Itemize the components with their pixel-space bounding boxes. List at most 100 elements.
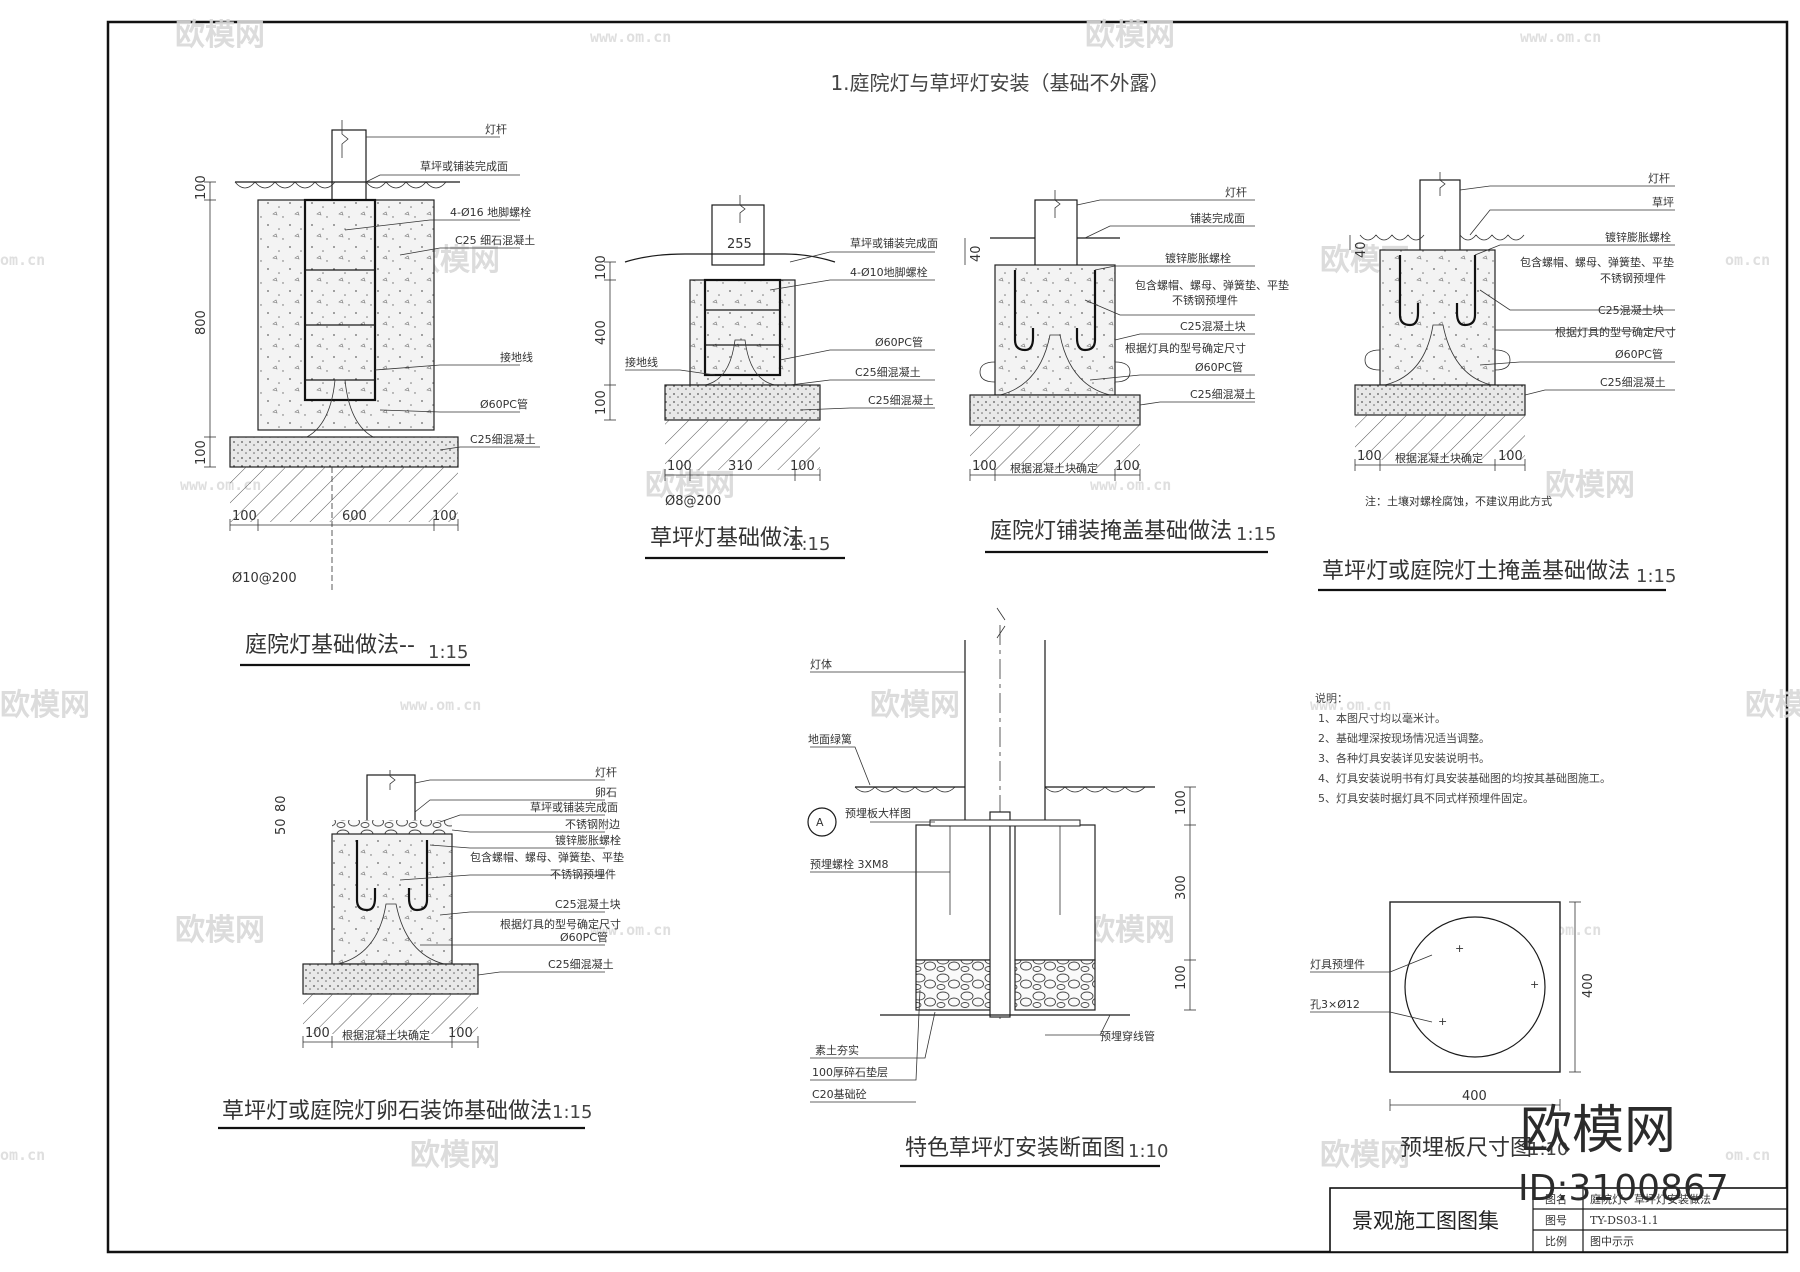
caption-d4: 草坪灯或庭院灯土掩盖基础做法	[1322, 559, 1630, 584]
detail-courtyard-lamp-paved-cover: 灯杆 铺装完成面 镀锌膨胀螺栓 包含螺帽、螺母、弹簧垫、平垫 不锈钢预埋件 C2…	[964, 185, 1289, 554]
concrete-right	[1014, 824, 1096, 961]
label-finish: 铺装完成面	[1190, 211, 1245, 225]
detail-feature-lawn-lamp-section: A 灯体 地面绿篱 预埋板大样图 预埋螺栓 3XM8 素土夯实 100厚碎石垫层…	[807, 607, 1196, 1168]
dim-h: 400	[1581, 973, 1596, 998]
dim-v3: 100	[594, 390, 609, 415]
dim-w2: 600	[342, 509, 367, 524]
label-pole: 灯杆	[595, 765, 617, 779]
label-c25: C25细混凝土	[548, 957, 614, 971]
label-hardware: 包含螺帽、螺母、弹簧垫、平垫	[470, 850, 624, 864]
label-pc-pipe: Ø60PC管	[480, 397, 528, 411]
label-c25: C25细混凝土	[470, 432, 536, 446]
watermark-brand: 欧模网	[175, 18, 265, 53]
label-block: C25混凝土块	[1598, 303, 1664, 317]
watermark-brand: 欧模网	[175, 913, 265, 948]
dim-w1: 100	[232, 509, 257, 524]
embed-plate	[929, 819, 1081, 827]
scale-d4: 1:15	[1636, 566, 1676, 587]
detail-embed-plate-size: + + + 灯具预埋件 孔3×Ø12 400 400 预埋板尺寸图 1:10	[1310, 901, 1596, 1161]
dim-v3: 100	[1174, 965, 1189, 990]
base-slab	[302, 963, 479, 995]
label-bolts: 预埋螺栓 3XM8	[810, 857, 889, 871]
compacted-soil	[970, 425, 1140, 470]
dim-w2: 310	[728, 459, 753, 474]
dim-w1: 100	[1357, 449, 1382, 464]
watermark-site-short: om.cn	[1725, 1146, 1770, 1164]
note-d4: 注：土壤对螺栓腐蚀，不建议用此方式	[1365, 494, 1552, 508]
dim-v1: 40	[1354, 241, 1369, 258]
base-slab	[969, 394, 1141, 426]
base-slab	[229, 436, 459, 468]
label-bolt: 镀锌膨胀螺栓	[1605, 230, 1671, 244]
gravel-right	[1014, 959, 1096, 1011]
dim-wm: 根据混凝土块确定	[1010, 461, 1098, 475]
callout-A	[807, 807, 837, 837]
lamp-pole	[711, 204, 765, 266]
scale-d3: 1:15	[1236, 524, 1276, 545]
label-finish: 草坪或铺装完成面	[420, 159, 508, 173]
label-concrete: C25 细石混凝土	[455, 233, 535, 247]
detail-pebble-decoration-foundation: 灯杆 卵石 草坪或铺装完成面 不锈钢附边 镀锌膨胀螺栓 包含螺帽、螺母、弹簧垫、…	[218, 765, 624, 1130]
hole-marker: +	[1455, 942, 1464, 955]
label-pc-pipe: Ø60PC管	[1195, 360, 1243, 374]
callout-letter: A	[816, 816, 824, 829]
label-c25-a: C25细混凝土	[855, 365, 921, 379]
watermark-brand: 欧模网	[870, 688, 960, 723]
caption-d2: 草坪灯基础做法	[650, 526, 804, 551]
dim-w1: 100	[667, 459, 692, 474]
note-item: 4、灯具安装说明书有灯具安装基础图的均按其基础图施工。	[1318, 771, 1611, 785]
dim-wm: 根据混凝土块确定	[1395, 451, 1483, 465]
title-block: 景观施工图图集 图名 庭院灯、草坪灯安装做法 图号 TY-DS03-1.1 比例…	[1329, 1187, 1788, 1253]
note-item: 1、本图尺寸均以毫米计。	[1318, 711, 1446, 725]
concrete-block	[1379, 249, 1496, 386]
tb-value-scale: 图中示示	[1590, 1235, 1634, 1248]
label-holes: 孔3×Ø12	[1310, 998, 1360, 1011]
label-block: C25混凝土块	[1180, 319, 1246, 333]
base-slab	[664, 384, 821, 421]
dim-v1: 40	[969, 245, 984, 262]
compacted-soil	[665, 420, 820, 470]
sheet-title: 1.庭院灯与草坪灯安装（基础不外露）	[830, 71, 1169, 95]
brand-name: 欧模网	[1520, 1101, 1676, 1161]
label-pc-pipe: Ø60PC管	[1615, 347, 1663, 361]
watermark-brand: 欧模网	[1545, 468, 1635, 503]
label-hedge: 地面绿篱	[808, 732, 852, 746]
project-name: 景观施工图图集	[1352, 1209, 1499, 1233]
label-rebar: Ø8@200	[665, 494, 721, 509]
notes-heading: 说明：	[1315, 691, 1348, 705]
conduit	[989, 811, 1011, 1018]
label-pc-pipe: Ø60PC管	[560, 930, 608, 944]
label-soil: 素土夯实	[815, 1043, 859, 1057]
dim-v1: 100	[1174, 790, 1189, 815]
label-pc-pipe: Ø60PC管	[875, 335, 923, 349]
label-conduit: 预埋穿线管	[1100, 1029, 1155, 1043]
dim-top: 255	[727, 237, 752, 252]
hole-marker: +	[1438, 1015, 1447, 1028]
label-embed: 灯具预埋件	[1310, 958, 1365, 971]
label-pole: 灯杆	[1648, 171, 1670, 185]
gravel-left	[915, 959, 997, 1011]
caption-d7: 预埋板尺寸图	[1400, 1136, 1532, 1161]
embed-plate	[1389, 901, 1561, 1073]
label-rebar: Ø10@200	[232, 571, 297, 586]
label-pole: 灯杆	[485, 122, 507, 136]
watermark-site-short: om.cn	[0, 251, 45, 269]
watermark-brand: 欧模网	[1745, 688, 1800, 723]
watermark-brand: 欧模网	[410, 1138, 500, 1173]
concrete-footing	[689, 279, 796, 386]
caption-d6: 特色草坪灯安装断面图	[905, 1136, 1125, 1161]
concrete-block	[994, 264, 1116, 396]
base-slab	[1354, 384, 1526, 416]
label-anchor-bolt: 4-Ø16 地脚螺栓	[450, 205, 531, 219]
watermark-site-short: om.cn	[1725, 251, 1770, 269]
watermark-site: www.om.cn	[400, 696, 481, 714]
label-c20: C20基础砼	[812, 1088, 867, 1101]
pebble-layer	[332, 820, 452, 834]
concrete-left	[915, 824, 997, 961]
watermark-site: www.om.cn	[590, 28, 671, 46]
concrete-footing	[257, 199, 435, 431]
label-c25-b: C25细混凝土	[868, 393, 934, 407]
label-bolt: 镀锌膨胀螺栓	[555, 833, 621, 847]
scale-d5: 1:15	[552, 1102, 592, 1123]
